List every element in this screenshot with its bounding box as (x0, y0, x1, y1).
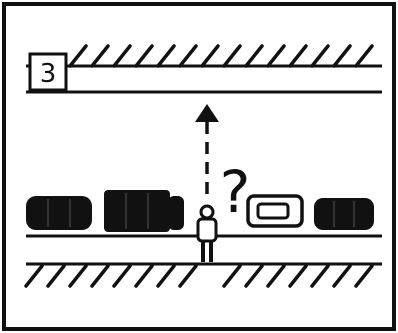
number-box: 3 (30, 54, 66, 90)
arrow-up-icon (195, 104, 219, 122)
pedestrian-icon (198, 206, 216, 262)
bottom-hatch (26, 266, 372, 286)
van-icon (104, 190, 184, 232)
car-icon (26, 196, 92, 230)
car-outline-icon (248, 196, 302, 226)
car-icon (314, 198, 374, 230)
number-label: 3 (40, 59, 57, 89)
question-mark: ? (220, 158, 251, 226)
top-hatch (70, 46, 372, 66)
